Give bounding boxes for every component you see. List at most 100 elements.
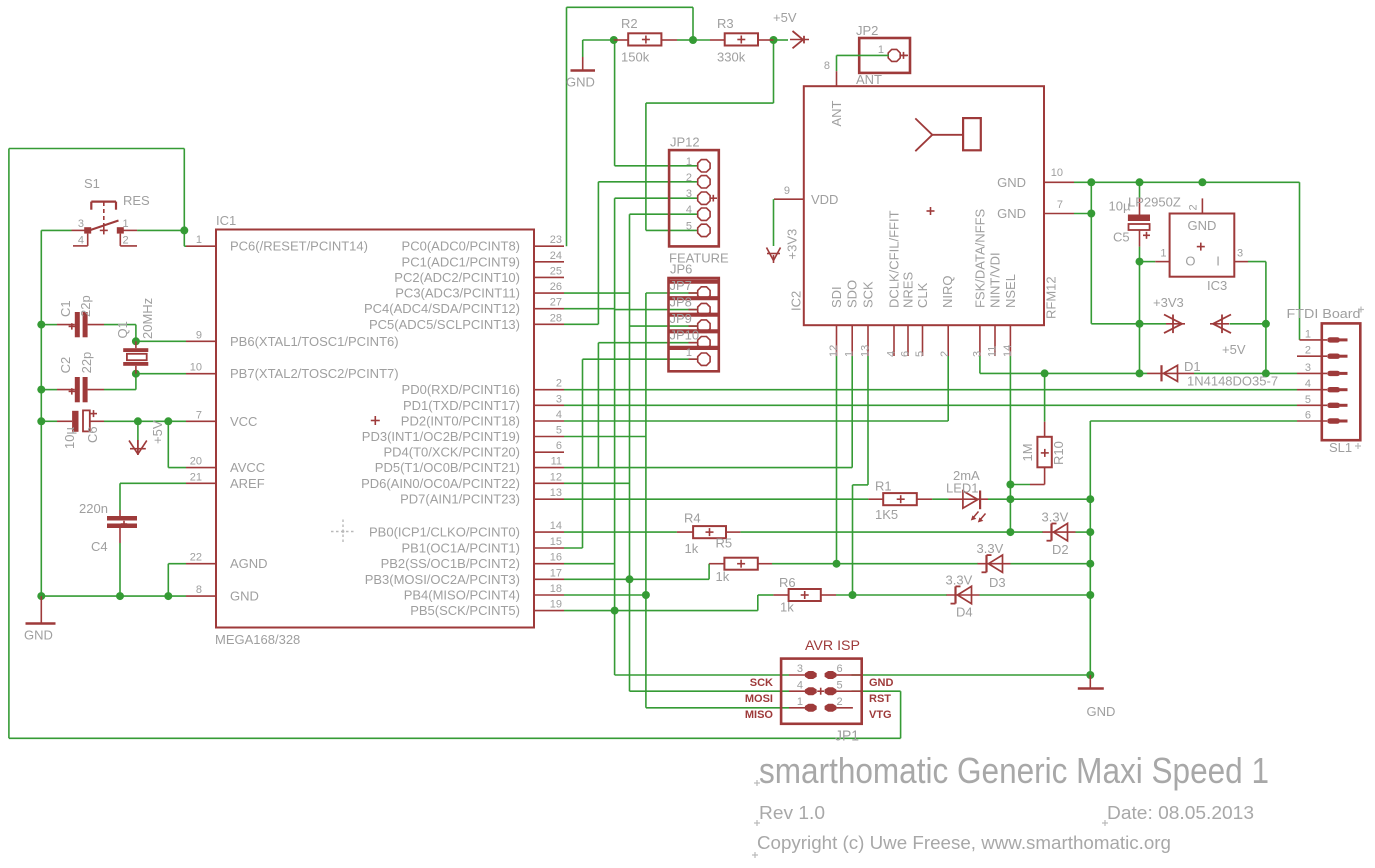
svg-text:5: 5 bbox=[1305, 394, 1311, 406]
svg-text:+3V3: +3V3 bbox=[1153, 295, 1184, 310]
svg-text:D1: D1 bbox=[1184, 359, 1201, 374]
svg-text:8: 8 bbox=[824, 60, 830, 72]
svg-text:+3V3: +3V3 bbox=[785, 229, 800, 260]
svg-text:8: 8 bbox=[196, 584, 202, 596]
svg-text:RFM12: RFM12 bbox=[1044, 276, 1059, 319]
svg-text:3: 3 bbox=[1305, 362, 1311, 374]
svg-text:NSEL: NSEL bbox=[1003, 274, 1018, 308]
svg-text:1: 1 bbox=[123, 218, 129, 230]
svg-text:Q1: Q1 bbox=[115, 321, 130, 338]
svg-text:3: 3 bbox=[1237, 247, 1243, 259]
svg-text:1K5: 1K5 bbox=[875, 507, 898, 522]
svg-text:28: 28 bbox=[550, 312, 562, 324]
svg-text:1N4148DO35-7: 1N4148DO35-7 bbox=[1187, 374, 1278, 389]
svg-text:1M: 1M bbox=[1020, 443, 1035, 461]
svg-text:220n: 220n bbox=[79, 501, 108, 516]
svg-text:R10: R10 bbox=[1051, 441, 1066, 465]
svg-text:DCLK/CFIL/FFIT: DCLK/CFIL/FFIT bbox=[887, 210, 902, 308]
svg-text:15: 15 bbox=[550, 536, 562, 548]
svg-text:MOSI: MOSI bbox=[745, 693, 773, 705]
svg-text:PC1(ADC1/PCINT9): PC1(ADC1/PCINT9) bbox=[402, 254, 520, 269]
svg-text:4: 4 bbox=[686, 204, 692, 216]
svg-text:GND: GND bbox=[1087, 704, 1116, 719]
svg-text:GND: GND bbox=[566, 75, 595, 90]
svg-text:2: 2 bbox=[556, 378, 562, 390]
svg-text:23: 23 bbox=[550, 234, 562, 246]
svg-text:1: 1 bbox=[196, 234, 202, 246]
svg-text:SDO: SDO bbox=[845, 280, 860, 308]
svg-text:JP7: JP7 bbox=[670, 278, 692, 293]
svg-text:11: 11 bbox=[987, 346, 999, 357]
svg-text:PD1(TXD/PCINT17): PD1(TXD/PCINT17) bbox=[403, 398, 520, 413]
svg-text:12: 12 bbox=[828, 345, 840, 357]
svg-text:Date: 08.05.2013: Date: 08.05.2013 bbox=[1107, 803, 1254, 823]
svg-text:PD5(T1/OC0B/PCINT21): PD5(T1/OC0B/PCINT21) bbox=[375, 460, 520, 475]
svg-text:1: 1 bbox=[686, 156, 692, 168]
svg-text:2mA: 2mA bbox=[953, 468, 980, 483]
svg-text:CLK: CLK bbox=[915, 282, 930, 308]
svg-text:7: 7 bbox=[196, 409, 202, 421]
svg-text:PB4(MISO/PCINT4): PB4(MISO/PCINT4) bbox=[404, 588, 520, 603]
svg-text:AVR ISP: AVR ISP bbox=[805, 637, 860, 653]
svg-text:2: 2 bbox=[686, 172, 692, 184]
svg-text:PC0(ADC0/PCINT8): PC0(ADC0/PCINT8) bbox=[402, 239, 520, 254]
svg-text:FSK/DATA/NFFS: FSK/DATA/NFFS bbox=[972, 208, 987, 308]
svg-text:C1: C1 bbox=[58, 300, 73, 317]
svg-text:1k: 1k bbox=[685, 541, 699, 556]
svg-text:PD6(AIN0/OC0A/PCINT22): PD6(AIN0/OC0A/PCINT22) bbox=[361, 476, 520, 491]
svg-text:IC3: IC3 bbox=[1207, 278, 1227, 293]
svg-text:10: 10 bbox=[190, 362, 202, 374]
svg-text:JP1: JP1 bbox=[835, 728, 859, 745]
svg-text:NRES: NRES bbox=[901, 272, 916, 308]
svg-text:JP8: JP8 bbox=[670, 295, 692, 310]
svg-text:JP10: JP10 bbox=[670, 328, 700, 343]
svg-text:ANT: ANT bbox=[829, 100, 844, 126]
svg-text:22: 22 bbox=[190, 552, 202, 564]
svg-text:6: 6 bbox=[556, 440, 562, 452]
svg-text:19: 19 bbox=[550, 599, 562, 611]
svg-text:R5: R5 bbox=[716, 536, 733, 551]
svg-text:1k: 1k bbox=[780, 600, 794, 615]
svg-text:R4: R4 bbox=[684, 511, 701, 526]
svg-text:+5V: +5V bbox=[150, 420, 165, 444]
svg-text:JP6: JP6 bbox=[670, 262, 692, 277]
svg-text:3.3V: 3.3V bbox=[946, 573, 973, 588]
svg-text:20MHz: 20MHz bbox=[140, 298, 155, 339]
svg-text:D4: D4 bbox=[956, 605, 973, 620]
svg-text:4: 4 bbox=[1305, 378, 1311, 390]
svg-text:MEGA168/328: MEGA168/328 bbox=[215, 632, 300, 647]
svg-text:VCC: VCC bbox=[230, 414, 257, 429]
svg-text:FEATURE: FEATURE bbox=[669, 251, 729, 266]
svg-text:GND: GND bbox=[997, 206, 1026, 221]
svg-text:PD7(AIN1/PCINT23): PD7(AIN1/PCINT23) bbox=[400, 492, 520, 507]
svg-text:GND: GND bbox=[869, 677, 894, 689]
svg-text:PC5(ADC5/SCLPCINT13): PC5(ADC5/SCLPCINT13) bbox=[369, 317, 520, 332]
svg-text:PB2(SS/OC1B/PCINT2): PB2(SS/OC1B/PCINT2) bbox=[381, 556, 520, 571]
svg-text:1: 1 bbox=[686, 347, 692, 359]
svg-text:7: 7 bbox=[1057, 199, 1063, 211]
svg-text:LP2950Z: LP2950Z bbox=[1128, 195, 1181, 210]
svg-text:12: 12 bbox=[550, 471, 562, 483]
svg-text:150k: 150k bbox=[621, 50, 650, 65]
svg-text:D2: D2 bbox=[1052, 542, 1069, 557]
svg-text:5: 5 bbox=[686, 220, 692, 232]
svg-text:5: 5 bbox=[556, 425, 562, 437]
svg-text:5: 5 bbox=[914, 351, 926, 357]
svg-text:10µ: 10µ bbox=[62, 427, 77, 449]
svg-text:MISO: MISO bbox=[745, 709, 774, 721]
svg-text:VDD: VDD bbox=[811, 192, 838, 207]
svg-text:2: 2 bbox=[1188, 204, 1200, 210]
svg-text:PD0(RXD/PCINT16): PD0(RXD/PCINT16) bbox=[402, 382, 520, 397]
svg-text:+5V: +5V bbox=[773, 10, 797, 25]
svg-text:22p: 22p bbox=[79, 352, 94, 374]
svg-text:1: 1 bbox=[1160, 247, 1166, 259]
svg-text:1: 1 bbox=[1305, 328, 1311, 340]
svg-text:2: 2 bbox=[1305, 345, 1311, 357]
svg-text:PC4(ADC4/SDA/PCINT12): PC4(ADC4/SDA/PCINT12) bbox=[364, 301, 520, 316]
svg-text:+5V: +5V bbox=[1222, 342, 1246, 357]
svg-text:3.3V: 3.3V bbox=[1042, 510, 1069, 525]
svg-text:R2: R2 bbox=[621, 16, 638, 31]
svg-text:Rev 1.0: Rev 1.0 bbox=[759, 803, 825, 823]
svg-text:SL1: SL1 bbox=[1329, 440, 1352, 455]
svg-text:C2: C2 bbox=[58, 357, 73, 374]
